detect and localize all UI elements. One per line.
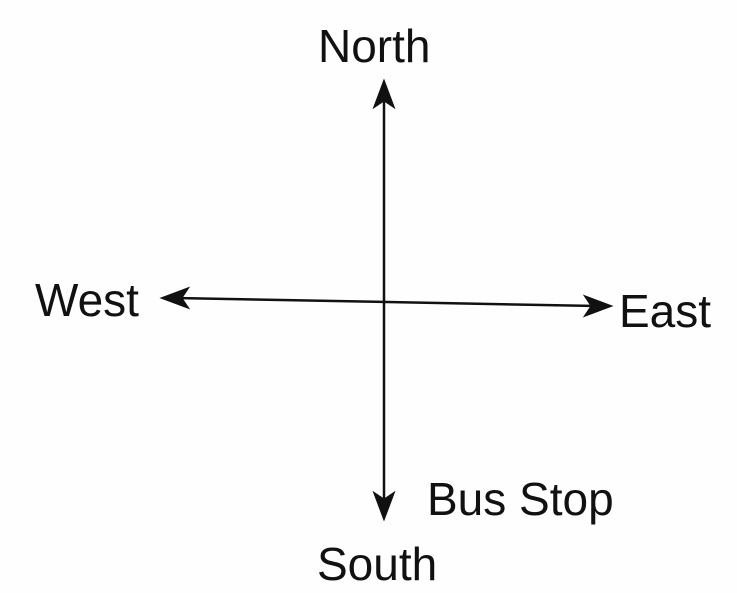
west-label: West <box>35 274 139 326</box>
north-arrowhead <box>372 78 396 110</box>
east-label: East <box>619 285 711 337</box>
east-arrowhead <box>582 294 614 318</box>
south-label: South <box>317 538 437 590</box>
bus-stop-label: Bus Stop <box>427 473 614 525</box>
north-label: North <box>318 20 430 72</box>
east-west-axis <box>174 296 598 308</box>
west-arrowhead <box>159 286 191 310</box>
south-arrowhead <box>372 490 396 522</box>
